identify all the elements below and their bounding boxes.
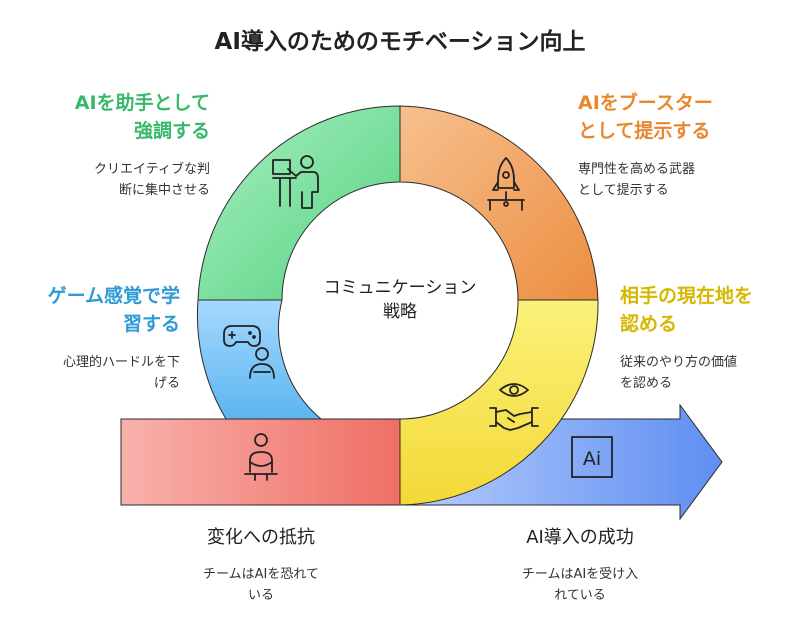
success-desc-line1: チームはAIを受け入 bbox=[521, 567, 639, 582]
resistance-desc-line1: チームはAIを恐れて bbox=[203, 567, 319, 582]
resistance-bar bbox=[120, 418, 401, 506]
recognize-desc-line1: 従来のやり方の価値 bbox=[620, 355, 738, 370]
resistance-desc-line2: いる bbox=[247, 588, 274, 603]
booster-heading-line2: として提示する bbox=[578, 120, 711, 142]
recognize-heading-line1: 相手の現在地を bbox=[620, 285, 754, 307]
page-title: AI導入のためのモチベーション向上 bbox=[214, 29, 586, 55]
resistance-heading: 変化への抵抗 bbox=[207, 527, 315, 548]
gamify-heading-line1: ゲーム感覚で学 bbox=[47, 285, 180, 307]
success-heading: AI導入の成功 bbox=[526, 527, 634, 548]
callout-success: AI導入の成功 チームはAIを受け入 れている bbox=[430, 524, 730, 606]
rocket-icon bbox=[487, 157, 525, 211]
gamify-heading-line2: 習する bbox=[122, 313, 180, 335]
callout-booster: AIをブースター として提示する 専門性を高める武器 として提示する bbox=[578, 89, 778, 201]
handshake-eye-icon bbox=[489, 383, 539, 431]
success-desc-line2: れている bbox=[554, 588, 606, 603]
recognize-desc-line2: を認める bbox=[620, 376, 673, 391]
callout-recognize: 相手の現在地を 認める 従来のやり方の価値 を認める bbox=[620, 282, 795, 394]
presenter-icon bbox=[272, 155, 319, 209]
assistant-desc-line1: クリエイティブな判 bbox=[94, 162, 210, 177]
recognize-heading-line2: 認める bbox=[620, 313, 678, 335]
ring-segment-green bbox=[197, 105, 401, 301]
assistant-heading-line1: AIを助手として bbox=[74, 92, 210, 114]
gamepad-person-icon bbox=[223, 325, 275, 379]
callout-assistant: AIを助手として 強調する クリエイティブな判 断に集中させる bbox=[10, 89, 210, 201]
ring-segment-orange bbox=[399, 105, 599, 301]
booster-heading-line1: AIをブースター bbox=[578, 92, 713, 114]
gamify-desc-line2: げる bbox=[153, 376, 180, 391]
assistant-heading-line2: 強調する bbox=[133, 120, 210, 142]
booster-desc-line1: 専門性を高める武器 bbox=[578, 162, 696, 177]
center-title: コミュニケーション bbox=[324, 278, 477, 298]
assistant-desc-line2: 断に集中させる bbox=[118, 183, 210, 198]
person-sitting-icon bbox=[244, 433, 278, 481]
ring-segment-yellow bbox=[399, 299, 599, 506]
booster-desc-line2: として提示する bbox=[578, 183, 669, 198]
ai-badge-icon: Ai bbox=[571, 436, 613, 478]
center-subtitle: 戦略 bbox=[383, 302, 417, 322]
callout-resistance: 変化への抵抗 チームはAIを恐れて いる bbox=[111, 524, 411, 606]
callout-gamify: ゲーム感覚で学 習する 心理的ハードルを下 げる bbox=[10, 282, 180, 394]
svg-text:Ai: Ai bbox=[583, 448, 601, 470]
gamify-desc-line1: 心理的ハードルを下 bbox=[62, 355, 180, 370]
